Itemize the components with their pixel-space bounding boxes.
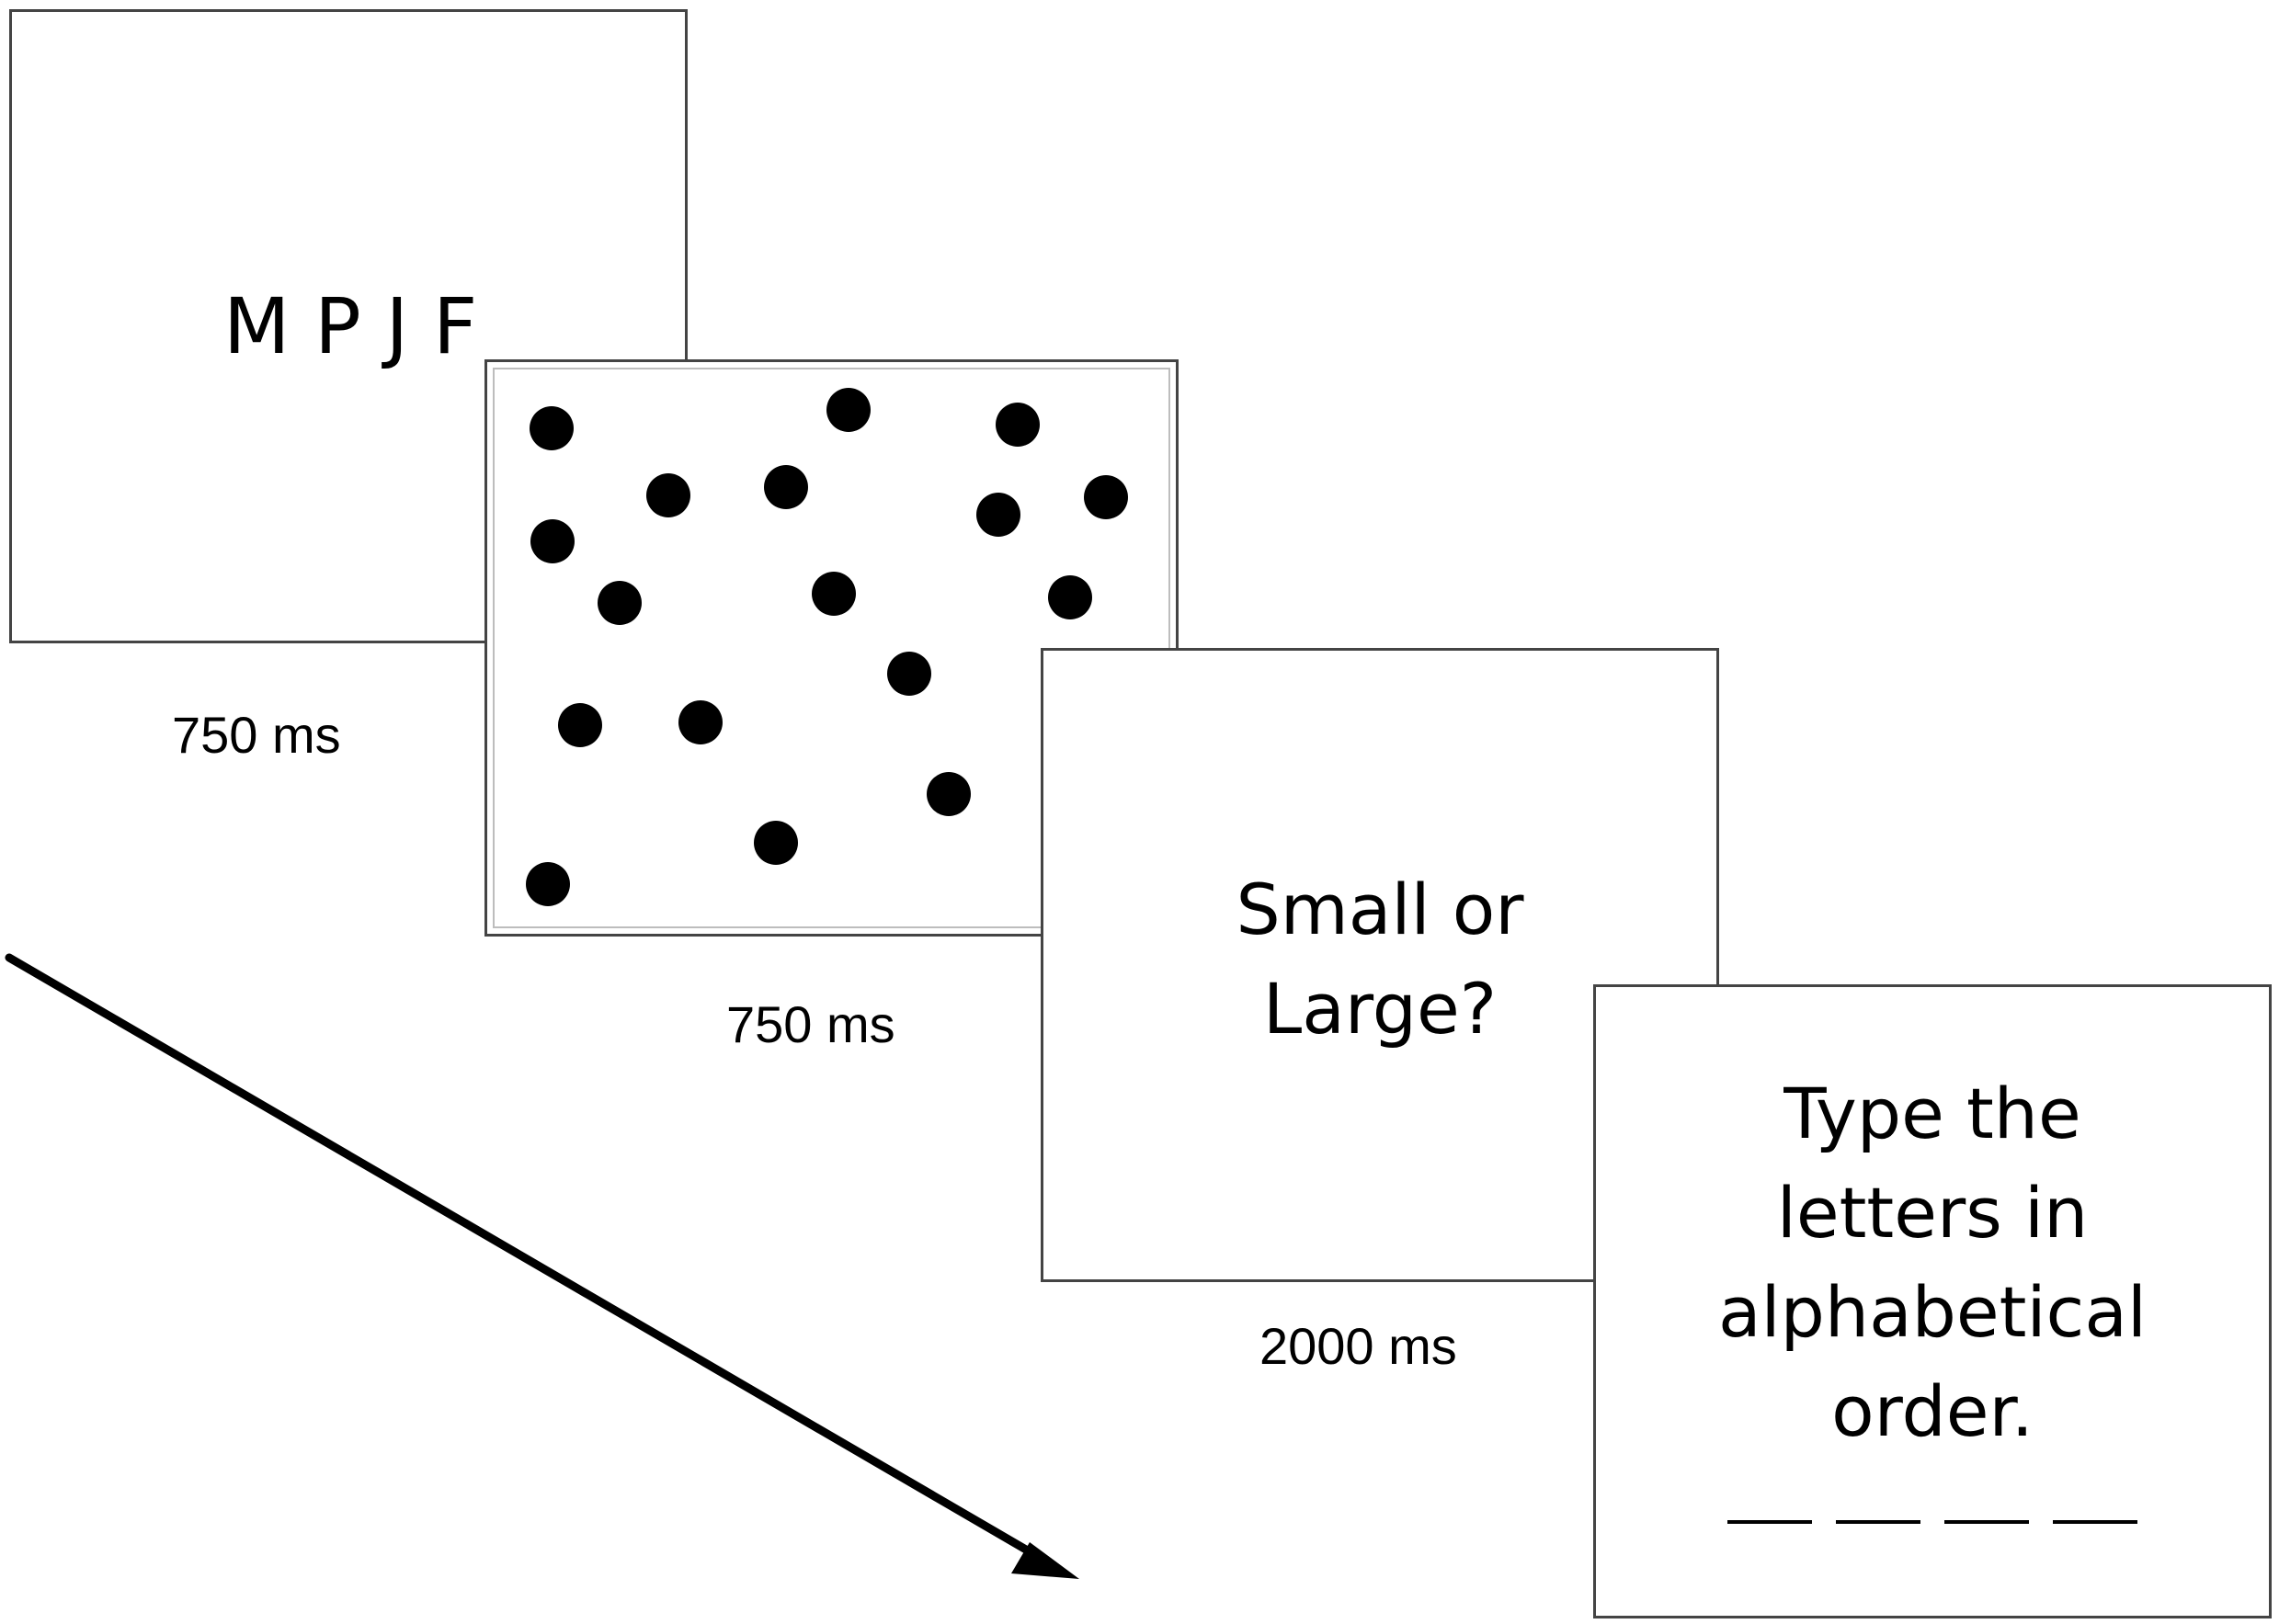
dot — [976, 493, 1020, 537]
dot — [530, 519, 575, 563]
question-duration-label: 2000 ms — [1259, 1317, 1457, 1375]
answer-blanks — [1596, 1520, 2269, 1524]
time-arrow-head — [1011, 1542, 1079, 1579]
dot — [996, 403, 1040, 447]
dot — [598, 581, 642, 625]
answer-blank — [1727, 1520, 1812, 1524]
dot — [764, 465, 808, 509]
answer-blank — [1944, 1520, 2029, 1524]
dot — [678, 700, 723, 744]
answer-blank — [1836, 1520, 1920, 1524]
dot — [927, 772, 971, 816]
letters-duration-label: 750 ms — [172, 706, 341, 764]
dot — [1048, 575, 1092, 619]
dot — [754, 821, 798, 865]
dot — [1084, 475, 1128, 519]
letter-string: M P J F — [223, 281, 478, 371]
dot-array — [526, 388, 1128, 906]
dot — [558, 703, 602, 747]
dot — [812, 572, 856, 616]
size-question-prompt: Small or Large? — [1236, 869, 1524, 1050]
dot — [646, 473, 690, 517]
dot — [826, 388, 871, 432]
time-arrow-shaft — [5, 953, 1053, 1567]
dot — [887, 652, 931, 696]
dot — [530, 406, 574, 450]
answer-blank — [2053, 1520, 2137, 1524]
letter-recall-screen: Type the letters in alphabetical order. — [1593, 984, 2272, 1618]
recall-instruction: Type the letters in alphabetical order. — [1717, 1073, 2148, 1452]
dots-duration-label: 750 ms — [726, 995, 895, 1053]
dot — [526, 862, 570, 906]
